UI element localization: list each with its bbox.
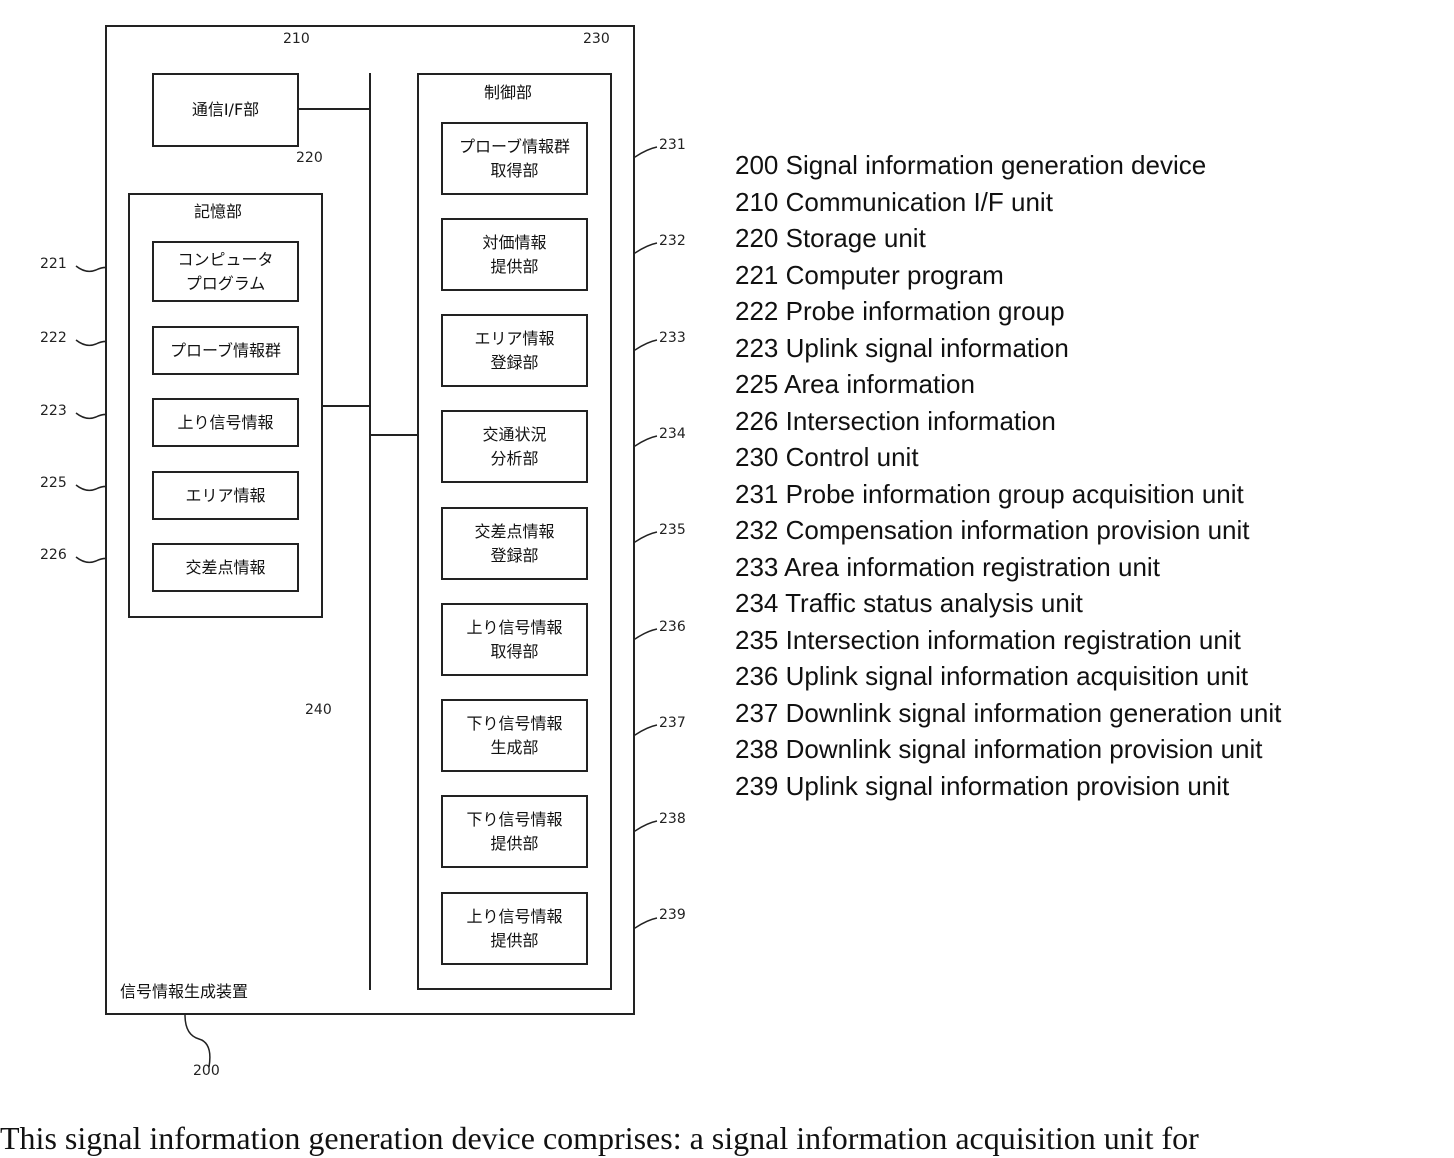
ref-235: 235 bbox=[659, 522, 686, 538]
storage-item-probe-info: プローブ情報群 bbox=[152, 326, 299, 375]
control-item-label: 下り信号情報 生成部 bbox=[466, 712, 562, 760]
legend-item: 230 Control unit bbox=[735, 439, 1281, 476]
comm-if-label: 通信I/F部 bbox=[192, 98, 259, 122]
legend-item: 226 Intersection information bbox=[735, 403, 1281, 440]
control-title: 制御部 bbox=[484, 79, 532, 103]
ref-231: 231 bbox=[659, 137, 686, 153]
legend-item: 239 Uplink signal information provision … bbox=[735, 768, 1281, 805]
legend-item: 210 Communication I/F unit bbox=[735, 184, 1281, 221]
legend-item: 200 Signal information generation device bbox=[735, 147, 1281, 184]
control-item-232: 対価情報 提供部 bbox=[441, 218, 588, 291]
legend-item: 222 Probe information group bbox=[735, 293, 1281, 330]
ref-237: 237 bbox=[659, 715, 686, 731]
control-item-238: 下り信号情報 提供部 bbox=[441, 795, 588, 868]
ref-233: 233 bbox=[659, 330, 686, 346]
control-item-label: 対価情報 提供部 bbox=[482, 231, 546, 279]
storage-item-label: プローブ情報群 bbox=[170, 339, 281, 363]
storage-item-uplink-signal: 上り信号情報 bbox=[152, 398, 299, 447]
storage-title: 記憶部 bbox=[194, 198, 242, 222]
storage-item-label: エリア情報 bbox=[185, 484, 265, 508]
legend-item: 225 Area information bbox=[735, 366, 1281, 403]
storage-item-intersection-info: 交差点情報 bbox=[152, 543, 299, 592]
storage-item-label: 交差点情報 bbox=[185, 556, 265, 580]
ref-220: 220 bbox=[296, 150, 323, 166]
ref-221: 221 bbox=[40, 256, 67, 272]
ref-236: 236 bbox=[659, 619, 686, 635]
legend-item: 236 Uplink signal information acquisitio… bbox=[735, 658, 1281, 695]
control-item-237: 下り信号情報 生成部 bbox=[441, 699, 588, 772]
ref-223: 223 bbox=[40, 403, 67, 419]
legend-item: 231 Probe information group acquisition … bbox=[735, 476, 1281, 513]
ref-232: 232 bbox=[659, 233, 686, 249]
control-item-239: 上り信号情報 提供部 bbox=[441, 892, 588, 965]
control-item-236: 上り信号情報 取得部 bbox=[441, 603, 588, 676]
legend-item: 237 Downlink signal information generati… bbox=[735, 695, 1281, 732]
ref-240: 240 bbox=[305, 702, 332, 718]
legend-item: 238 Downlink signal information provisio… bbox=[735, 731, 1281, 768]
control-item-233: エリア情報 登録部 bbox=[441, 314, 588, 387]
control-item-label: プローブ情報群 取得部 bbox=[459, 135, 570, 183]
legend-item: 234 Traffic status analysis unit bbox=[735, 585, 1281, 622]
ref-200: 200 bbox=[193, 1063, 220, 1079]
storage-item-area-info: エリア情報 bbox=[152, 471, 299, 520]
control-item-label: エリア情報 登録部 bbox=[474, 327, 554, 375]
ref-226: 226 bbox=[40, 547, 67, 563]
bus-line bbox=[369, 73, 371, 990]
control-item-label: 交差点情報 登録部 bbox=[474, 520, 554, 568]
bus-link-control bbox=[370, 434, 418, 436]
ref-230: 230 bbox=[583, 31, 610, 47]
caption-text: This signal information generation devic… bbox=[0, 1118, 1199, 1158]
control-item-234: 交通状況 分析部 bbox=[441, 410, 588, 483]
legend-item: 235 Intersection information registratio… bbox=[735, 622, 1281, 659]
storage-item-label: 上り信号情報 bbox=[177, 411, 273, 435]
bus-link-storage bbox=[322, 405, 370, 407]
ref-239: 239 bbox=[659, 907, 686, 923]
control-item-label: 下り信号情報 提供部 bbox=[466, 808, 562, 856]
comm-if-box: 通信I/F部 bbox=[152, 73, 299, 147]
legend-item: 220 Storage unit bbox=[735, 220, 1281, 257]
storage-item-label: コンピュータ プログラム bbox=[177, 248, 273, 296]
device-label: 信号情報生成装置 bbox=[120, 978, 248, 1002]
legend-item: 232 Compensation information provision u… bbox=[735, 512, 1281, 549]
ref-238: 238 bbox=[659, 811, 686, 827]
legend-item: 221 Computer program bbox=[735, 257, 1281, 294]
legend-item: 223 Uplink signal information bbox=[735, 330, 1281, 367]
legend-item: 233 Area information registration unit bbox=[735, 549, 1281, 586]
control-item-231: プローブ情報群 取得部 bbox=[441, 122, 588, 195]
bus-link-comm bbox=[298, 108, 370, 110]
storage-item-computer-program: コンピュータ プログラム bbox=[152, 241, 299, 302]
ref-222: 222 bbox=[40, 330, 67, 346]
leader-200 bbox=[185, 1015, 210, 1067]
ref-234: 234 bbox=[659, 426, 686, 442]
control-item-235: 交差点情報 登録部 bbox=[441, 507, 588, 580]
control-item-label: 上り信号情報 取得部 bbox=[466, 616, 562, 664]
ref-210: 210 bbox=[283, 31, 310, 47]
control-item-label: 上り信号情報 提供部 bbox=[466, 905, 562, 953]
ref-225: 225 bbox=[40, 475, 67, 491]
control-item-label: 交通状況 分析部 bbox=[482, 423, 546, 471]
reference-legend: 200 Signal information generation device… bbox=[735, 147, 1281, 804]
